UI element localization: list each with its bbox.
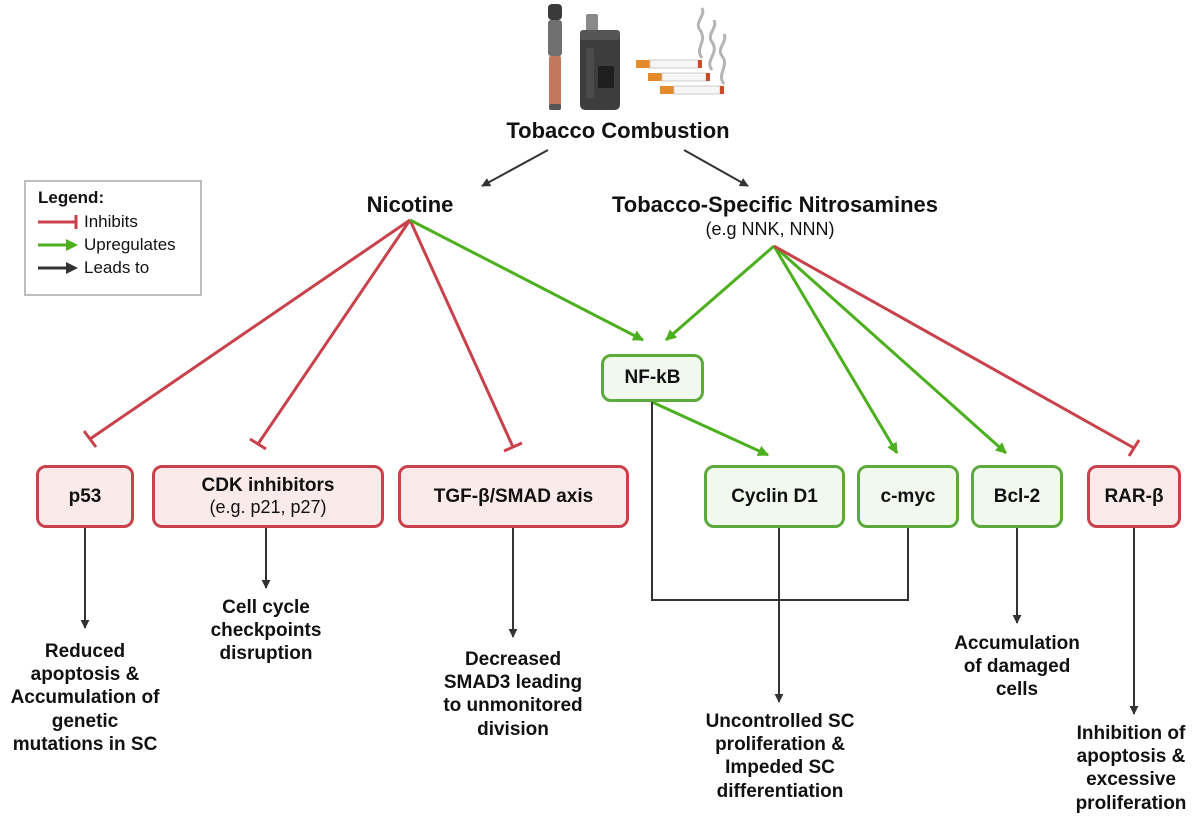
outcome-line: proliferation [1075, 792, 1187, 814]
outcome-line: SMAD3 leading [443, 672, 583, 694]
legend-label: Leads to [84, 257, 150, 277]
outcome-line: differentiation [716, 780, 844, 802]
outcome-line: Cell cycle [222, 597, 310, 618]
node-tsna: Tobacco-Specific Nitrosamines [611, 192, 938, 217]
edge-nfkb-cyclin [651, 400, 770, 457]
outcome-cdk: Cell cycle checkpoints disruption [196, 596, 336, 666]
edge-tsna-rarb [773, 244, 1135, 450]
outcome-line: disruption [219, 643, 313, 665]
node-sublabel: (e.g. p21, p27) [209, 497, 327, 518]
node-tgf-smad: TGF-β/SMAD axis [398, 465, 629, 528]
outcome-line: mutations in SC [12, 733, 158, 755]
edge-tsna-rarb-bar [1127, 439, 1141, 457]
upregulate-arrow-icon [38, 238, 78, 251]
outcome-line: Decreased [464, 649, 562, 670]
outcome-line: excessive [1086, 769, 1176, 791]
node-label: NF-kB [624, 367, 681, 389]
outcome-line: Reduced [44, 641, 126, 662]
outcome-line: division [477, 718, 549, 740]
node-bcl-2: Bcl-2 [971, 465, 1063, 528]
legend-title: Legend: [38, 188, 105, 207]
edge-nicotine-cdk-bar [249, 437, 267, 451]
outcome-cyclin: Uncontrolled SC proliferation & Impeded … [690, 710, 870, 803]
edge-combustion-nicotine [481, 149, 549, 187]
node-label: TGF-β/SMAD axis [433, 485, 594, 507]
outcome-tgf: Decreased SMAD3 leading to unmonitored d… [428, 648, 598, 741]
node-p53: p53 [36, 465, 134, 528]
vape-pen-icon [548, 4, 562, 110]
outcome-line: genetic [51, 710, 119, 732]
cigarettes-icon [636, 7, 727, 95]
outcome-line: Accumulation [954, 633, 1080, 654]
node-tsna-examples: (e.g NNK, NNN) [705, 219, 835, 239]
node-cdk-inhibitors: CDK inhibitors (e.g. p21, p27) [152, 465, 384, 528]
outcome-line: cells [995, 679, 1039, 701]
outcome-line: checkpoints [210, 620, 322, 642]
legend-item-leads-to: Leads to [36, 256, 190, 279]
outcome-line: Impeded SC [725, 757, 835, 779]
node-tobacco-combustion: Tobacco Combustion [506, 118, 730, 143]
node-label: CDK inhibitors [201, 475, 335, 497]
outcome-line: apoptosis & [30, 664, 140, 686]
outcome-line: Inhibition of [1076, 723, 1186, 744]
outcome-bcl2: Accumulation of damaged cells [937, 632, 1097, 702]
node-nicotine: Nicotine [366, 192, 454, 217]
legend-item-upregulates: Upregulates [36, 233, 190, 256]
node-cyclin-d1: Cyclin D1 [704, 465, 845, 528]
outcome-p53: Reduced apoptosis & Accumulation of gene… [0, 640, 170, 756]
edge-nicotine-nfkb [409, 218, 644, 342]
outcome-line: Accumulation of [10, 687, 160, 709]
edge-nicotine-p53-bar [82, 430, 98, 448]
node-nfkb: NF-kB [601, 354, 704, 402]
node-label: c-myc [880, 485, 936, 507]
edge-tsna-nfkb [665, 244, 775, 342]
outcome-rarb: Inhibition of apoptosis & excessive prol… [1062, 722, 1200, 815]
legend: Legend: Inhibits Upregulates Leads to [24, 180, 202, 296]
outcome-line: apoptosis & [1076, 746, 1186, 768]
edge-nicotine-tgf-bar [503, 441, 523, 453]
node-label: Bcl-2 [993, 485, 1041, 507]
node-label: RAR-β [1104, 485, 1164, 507]
edge-combustion-tsna [683, 149, 749, 187]
node-c-myc: c-myc [857, 465, 959, 528]
node-label: p53 [68, 485, 102, 507]
inhibit-arrow-icon [38, 214, 78, 229]
legend-label: Inhibits [84, 211, 138, 231]
edge-tsna-bcl2 [773, 244, 1007, 455]
vape-mod-icon [580, 14, 620, 110]
edge-tsna-cmyc [772, 245, 899, 454]
outcome-line: to unmonitored [443, 695, 583, 717]
legend-item-inhibits: Inhibits [36, 210, 190, 233]
outcome-line: Uncontrolled SC [705, 711, 855, 732]
node-rar-beta: RAR-β [1087, 465, 1181, 528]
edge-nicotine-p53 [89, 218, 411, 441]
outcome-line: of damaged [963, 656, 1071, 678]
outcome-line: proliferation & [715, 734, 845, 756]
node-label: Cyclin D1 [731, 485, 818, 507]
leads-to-arrow-icon [38, 261, 78, 274]
legend-label: Upregulates [84, 234, 176, 254]
edge-nicotine-cdk [256, 219, 412, 445]
edge-nicotine-tgf [408, 219, 515, 448]
